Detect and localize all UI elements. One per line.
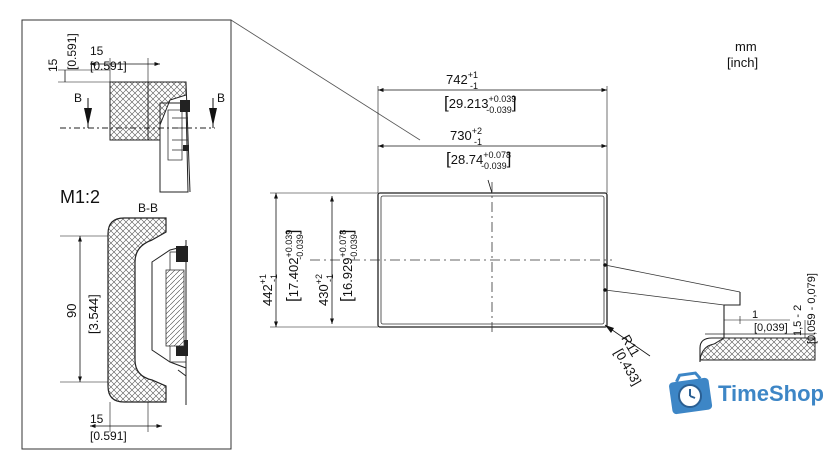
top-v-mm: 15 <box>46 58 60 72</box>
detail-frame <box>21 19 232 450</box>
timeshop-logo: TimeShop <box>669 371 824 415</box>
suitcase-clock-icon <box>669 371 713 415</box>
outer-h: 442+1-1 <box>258 274 279 306</box>
detail-scale: M1:2 <box>60 187 100 207</box>
top-h-mm: 15 <box>90 44 104 58</box>
inner-w-in: [28.74+0.078-0.039] <box>446 149 511 171</box>
inner-h-in: [16.929+0.078-0.039] <box>337 229 359 302</box>
height-in: [3.544] <box>86 294 101 334</box>
outer-h-in: [17.402+0.039-0.039] <box>283 229 305 302</box>
main-view: mm [inch] 742+1-1 [29.213+0.039-0.039] 7… <box>258 39 818 388</box>
units-inch: [inch] <box>727 55 758 70</box>
detail-leader-line <box>230 19 421 141</box>
section-mark-right: B <box>217 91 225 105</box>
edge-detail: 1 [0,039] 1,5 - 2 [0,059 - 0,079] <box>699 273 818 362</box>
bottom-h-in: [0.591] <box>90 429 127 443</box>
logo-text: TimeShop <box>718 381 824 406</box>
detail-panel: B B 15 [0.591] 15 [0.591] M1:2 B-B <box>21 19 421 450</box>
inner-w: 730+2-1 <box>450 126 482 147</box>
gap-mm: 1 <box>752 309 758 321</box>
units-mm: mm <box>735 39 757 54</box>
section-mark-left: B <box>74 91 82 105</box>
bottom-h-mm: 15 <box>90 412 104 426</box>
inner-h: 430+2-1 <box>314 274 335 306</box>
range-in: [0,059 - 0,079] <box>806 273 818 344</box>
top-v-in: [0.591] <box>65 33 79 70</box>
section-profile: 90 [3.544] 15 [0.591] <box>60 217 188 443</box>
height-mm: 90 <box>64 304 79 318</box>
section-label: B-B <box>138 201 158 215</box>
outer-w-in: [29.213+0.039-0.039] <box>444 93 517 115</box>
range-mm: 1,5 - 2 <box>792 305 804 336</box>
top-detail-profile: B B 15 [0.591] 15 [0.591] <box>46 33 225 193</box>
top-h-in: [0.591] <box>90 59 127 73</box>
gap-in: [0,039] <box>754 322 788 334</box>
outer-w: 742+1-1 <box>446 70 478 91</box>
